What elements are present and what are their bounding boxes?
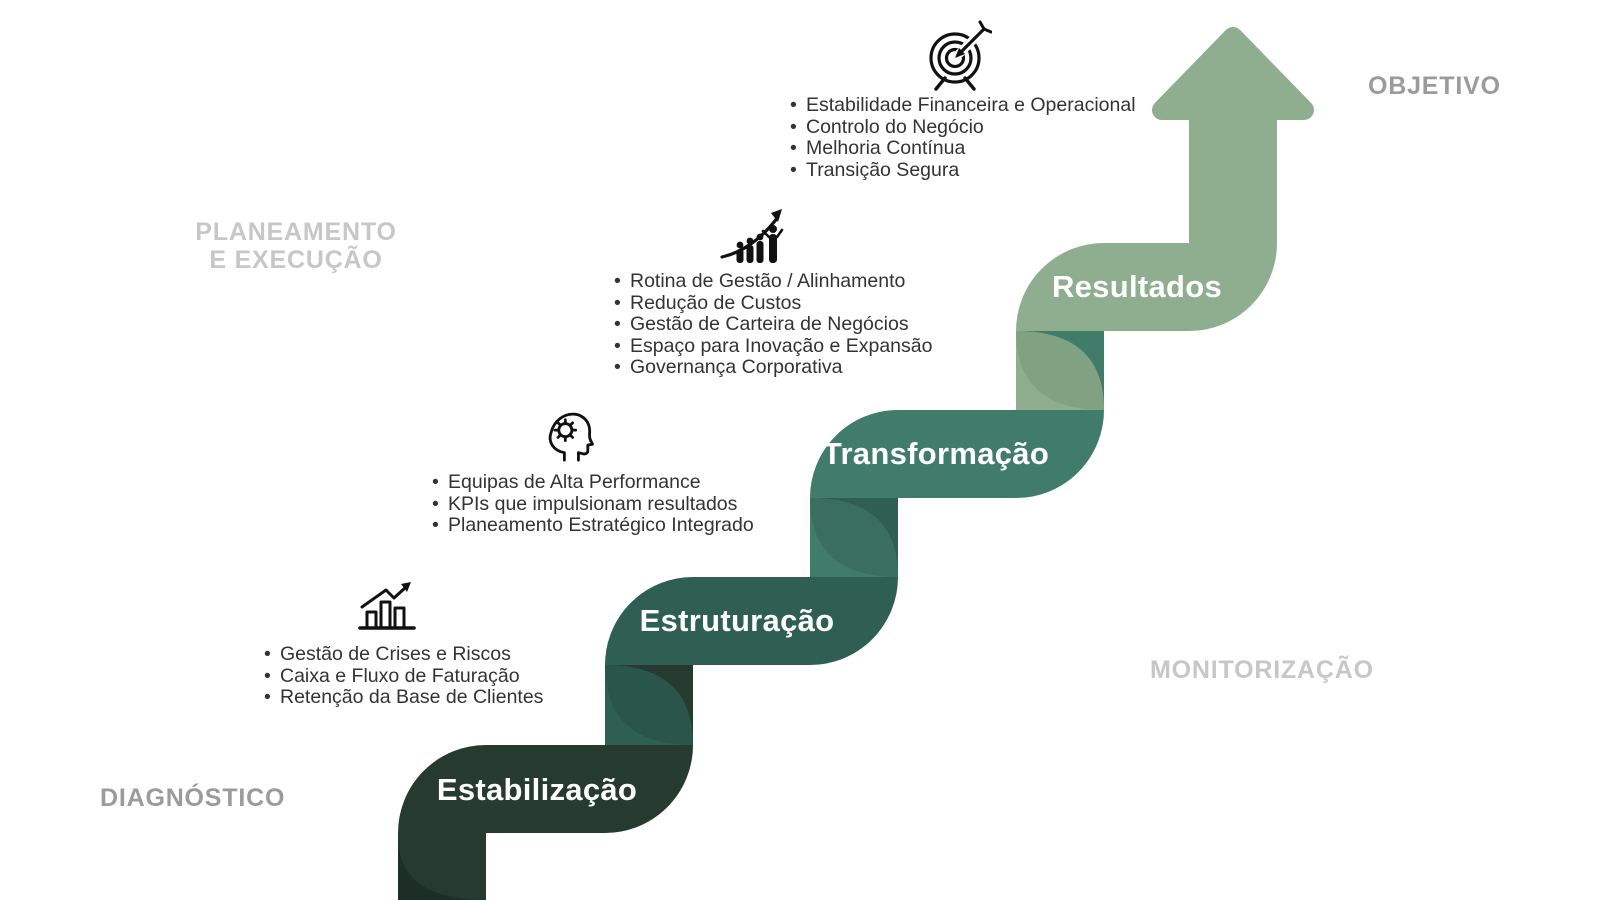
target-dart-icon: [929, 20, 992, 91]
bullet-item: Governança Corporativa: [612, 357, 932, 379]
bullet-item: Planeamento Estratégico Integrado: [430, 515, 754, 537]
estabilizacao-bullet-list: Gestão de Crises e Riscos Caixa e Fluxo …: [262, 643, 543, 709]
phase-label-diagnostico: DIAGNÓSTICO: [100, 784, 286, 812]
step-label-estabilizacao: Estabilização: [436, 772, 638, 807]
step-label-resultados: Resultados: [1051, 269, 1223, 304]
ribbon-segment-transformacao: [810, 331, 1104, 577]
bullet-item: Transição Segura: [788, 159, 1136, 182]
ribbon-bottom-seam: [398, 836, 486, 900]
bullet-item: Retenção da Base de Clientes: [262, 687, 543, 709]
junction-leaf-1: [605, 665, 693, 745]
ribbon-segment-estruturacao: [605, 498, 898, 745]
head-gear-icon: [548, 412, 594, 462]
goal-arrow-head: [1152, 27, 1314, 120]
resultados-bullet-list: Estabilidade Financeira e Operacional Co…: [788, 94, 1136, 182]
bullet-item: Controlo do Negócio: [788, 116, 1136, 139]
phase-label-objetivo: OBJETIVO: [1368, 72, 1501, 100]
bullet-item: Redução de Custos: [612, 292, 932, 315]
phase-label-planeamento-execucao: PLANEAMENTO E EXECUÇÃO: [166, 218, 426, 274]
bullet-item: Equipas de Alta Performance: [430, 471, 754, 494]
bullet-item: Rotina de Gestão / Alinhamento: [612, 270, 932, 293]
step-label-estruturacao: Estruturação: [639, 603, 835, 638]
ribbon-segment-estabilizacao: [398, 665, 693, 900]
bullet-item: KPIs que impulsionam resultados: [430, 493, 754, 516]
phase-label-planeamento-line2: E EXECUÇÃO: [209, 246, 383, 274]
phase-label-monitorizacao: MONITORIZAÇÃO: [1150, 656, 1374, 684]
bullet-item: Espaço para Inovação e Expansão: [612, 335, 932, 358]
junction-leaf-3: [1016, 331, 1104, 410]
bullet-item: Melhoria Contínua: [788, 138, 1136, 160]
step-label-transformacao: Transformação: [822, 436, 1050, 471]
transformacao-bullet-list: Rotina de Gestão / Alinhamento Redução d…: [612, 270, 932, 379]
estruturacao-bullet-list: Equipas de Alta Performance KPIs que imp…: [430, 471, 754, 537]
bullet-item: Estabilidade Financeira e Operacional: [788, 94, 1136, 117]
ribbon-segment-resultados: [1016, 104, 1277, 410]
phase-label-planeamento-line1: PLANEAMENTO: [195, 218, 397, 246]
team-growth-arrow-icon: [720, 209, 784, 263]
bar-chart-growth-icon: [358, 582, 416, 630]
bullet-item: Gestão de Carteira de Negócios: [612, 314, 932, 336]
junction-leaf-2: [810, 498, 898, 577]
bullet-item: Caixa e Fluxo de Faturação: [262, 665, 543, 688]
bullet-item: Gestão de Crises e Riscos: [262, 643, 543, 666]
